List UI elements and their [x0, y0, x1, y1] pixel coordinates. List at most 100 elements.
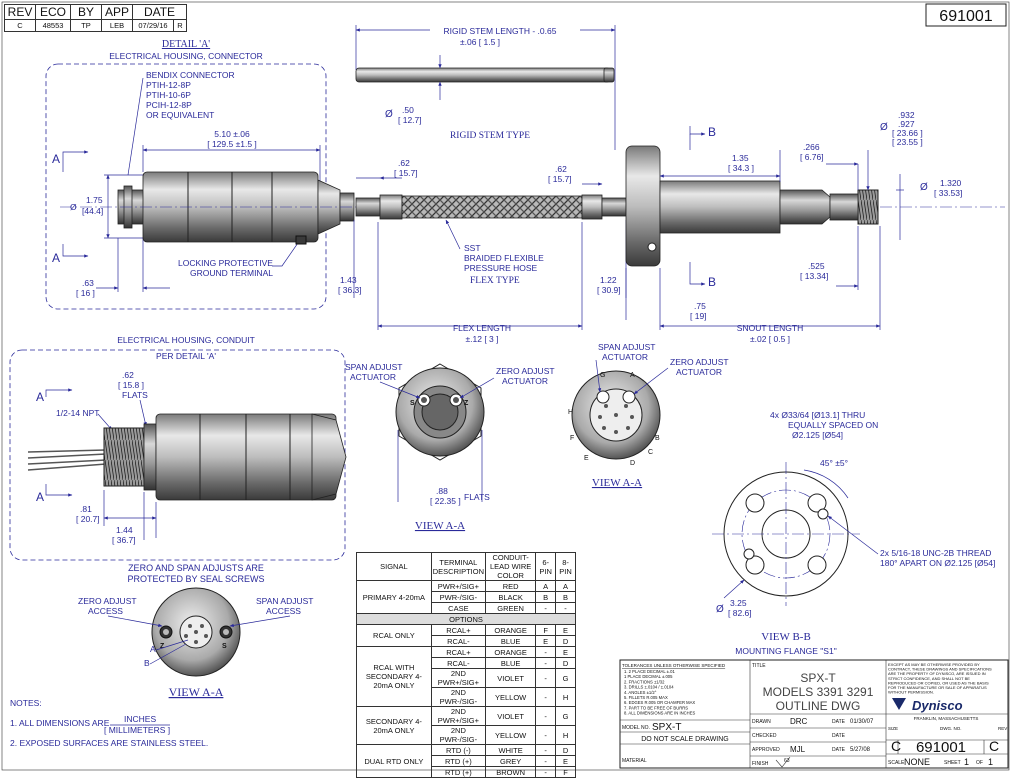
- note-1: 1. ALL DIMENSIONS ARE: [10, 718, 110, 728]
- finish-label: FINISH: [752, 761, 769, 767]
- connector-line-1: BENDIX CONNECTOR: [146, 70, 235, 80]
- rev-value: C: [989, 738, 999, 754]
- table-cell: BLACK: [485, 591, 537, 603]
- approved-date: 5/27/08: [850, 747, 871, 753]
- drawing-number-box: [925, 3, 1007, 27]
- tolerance-line: 1. 2 PLACE DECIMAL ±.01: [624, 669, 675, 674]
- center-span-2: ACTUATOR: [350, 372, 396, 382]
- table-cell: E: [555, 624, 576, 636]
- bottom-span-2: ACCESS: [266, 606, 301, 616]
- tolerance-line: 1 PLACE DECIMAL ±.005: [624, 674, 673, 679]
- right-span-2: ACTUATOR: [602, 352, 648, 362]
- drawn-label: DRAWN: [752, 719, 771, 725]
- app-header: APP: [101, 4, 133, 20]
- seal-note-2: PROTECTED BY SEAL SCREWS: [127, 574, 264, 584]
- table-cell: -: [535, 687, 557, 707]
- flex-tol: ±.12 [ 3 ]: [465, 334, 498, 344]
- rigid-dia-mm: [ 12.7]: [398, 115, 422, 125]
- dim-63-mm: [ 16 ]: [76, 288, 95, 298]
- options-label: OPTIONS: [356, 613, 576, 625]
- note-2: 2. EXPOSED SURFACES ARE STAINLESS STEEL.: [10, 738, 208, 748]
- dia-1320-mm: [ 33.53]: [934, 188, 962, 198]
- right-view-title: VIEW A-A: [592, 477, 642, 489]
- length-dim-mm: [ 129.5 ±1.5 ]: [207, 139, 257, 149]
- dim-144-mm: [ 36.7]: [112, 535, 136, 545]
- bb-angle: 45° ±5°: [820, 458, 848, 468]
- ground-label-1: LOCKING PROTECTIVE: [178, 258, 273, 268]
- tol-heading: TOLERANCES UNLESS OTHERWISE SPECIFIED: [622, 663, 726, 668]
- dwg-no-label: DWG. NO.: [940, 726, 962, 731]
- holes-note-1: 4x Ø33/64 [Ø13.1] THRU: [770, 410, 865, 420]
- material-label: MATERIAL: [622, 758, 647, 764]
- table-cell: G: [555, 706, 576, 726]
- dim-144: 1.44: [116, 525, 133, 535]
- rigid-dia-symbol: Ø: [385, 109, 393, 120]
- table-cell: ORANGE: [485, 646, 537, 658]
- table-cell: H: [555, 687, 576, 707]
- title-line-3: OUTLINE DWG: [776, 699, 861, 713]
- conduit-subtitle: PER DETAIL 'A': [156, 351, 216, 361]
- detail-a: DETAIL 'A' ELECTRICAL HOUSING, CONNECTOR…: [45, 39, 327, 310]
- table-cell: E: [555, 646, 576, 658]
- table-cell: -: [555, 602, 576, 614]
- eco-header: ECO: [35, 4, 71, 20]
- table-cell: -: [535, 744, 557, 756]
- center-z-mark: Z: [464, 400, 469, 407]
- conduit-section-a-top: A: [36, 390, 44, 404]
- signal-cell: RCAL WITH SECONDARY 4-20mA ONLY: [356, 646, 432, 707]
- app-value: LEB: [101, 19, 133, 32]
- by-value: TP: [70, 19, 102, 32]
- table-cell: YELLOW: [485, 687, 537, 707]
- dia-175: 1.75: [86, 195, 103, 205]
- sheet-label: SHEET: [944, 760, 961, 766]
- section-b-top: B: [708, 125, 716, 139]
- bb-subtitle: MOUNTING FLANGE "S1": [735, 646, 836, 656]
- table-cell: -: [535, 657, 557, 669]
- rev-r-flag: R: [173, 19, 187, 32]
- model-no-label: MODEL NO.: [622, 725, 650, 731]
- dia-symbol: Ø: [70, 202, 77, 212]
- connector-line-2: PTIH-12-8P: [146, 80, 191, 90]
- view-aa-center: SPAN ADJUST ACTUATOR ZERO ADJUST ACTUATO…: [345, 362, 555, 532]
- dim-75: .75: [694, 301, 706, 311]
- tolerance-line: 7. PART TO BE FREE OF BURRS: [624, 705, 688, 710]
- table-cell: BROWN: [485, 766, 537, 778]
- dim-75-mm: [ 19]: [690, 311, 707, 321]
- right-span-1: SPAN ADJUST: [598, 342, 655, 352]
- flex-type-label: FLEX TYPE: [470, 276, 520, 286]
- flex-hose: .62 [ 15.7] .62 [ 15.7] SST BRAIDED FLEX…: [338, 158, 627, 344]
- table-cell: RTD (+): [430, 766, 487, 778]
- bb-dia: 3.25: [730, 598, 747, 608]
- pin-b: B: [655, 435, 660, 442]
- title-block: TOLERANCES UNLESS OTHERWISE SPECIFIED 1.…: [619, 659, 1009, 769]
- connector-line-4: PCIH-12-8P: [146, 100, 192, 110]
- table-row: RTD (+)GREY-E: [357, 755, 576, 767]
- center-zero-2: ACTUATOR: [502, 376, 548, 386]
- conduit-flats-mm: [ 15.8 ]: [118, 380, 144, 390]
- dia-932-symbol: Ø: [880, 122, 888, 133]
- table-cell: RCAL-: [430, 635, 487, 647]
- flange-snout: B B 1.35 [ 34.3 ] .266 [ 6.76] Ø .932 .9…: [625, 110, 962, 344]
- approved: MJL: [790, 745, 806, 754]
- table-cell: PWR-/SIG-: [430, 591, 487, 603]
- table-cell: B: [535, 591, 557, 603]
- table-cell: A: [535, 580, 557, 592]
- of-value: 1: [988, 757, 993, 767]
- table-cell: 2ND PWR+/SIG+: [430, 706, 487, 726]
- table-cell: RTD (-): [430, 744, 487, 756]
- bottom-span-1: SPAN ADJUST: [256, 596, 313, 606]
- dwg-no: 691001: [916, 739, 966, 756]
- hose-label-2: BRAIDED FLEXIBLE: [464, 253, 544, 263]
- dia-2366: [ 23.66 ]: [892, 128, 923, 138]
- dia-927: .927: [898, 119, 915, 129]
- conduit-housing: ELECTRICAL HOUSING, CONDUIT PER DETAIL '…: [9, 335, 347, 561]
- dia-175-mm: [44.4]: [82, 206, 103, 216]
- bottom-s-mark: S: [222, 643, 227, 650]
- dia-932: .932: [898, 110, 915, 120]
- table-cell: -: [535, 766, 557, 778]
- dim-63: .63: [82, 278, 94, 288]
- bottom-z-mark: Z: [160, 643, 165, 650]
- tolerance-line: 2. FRACTIONS ±1/32: [624, 679, 665, 684]
